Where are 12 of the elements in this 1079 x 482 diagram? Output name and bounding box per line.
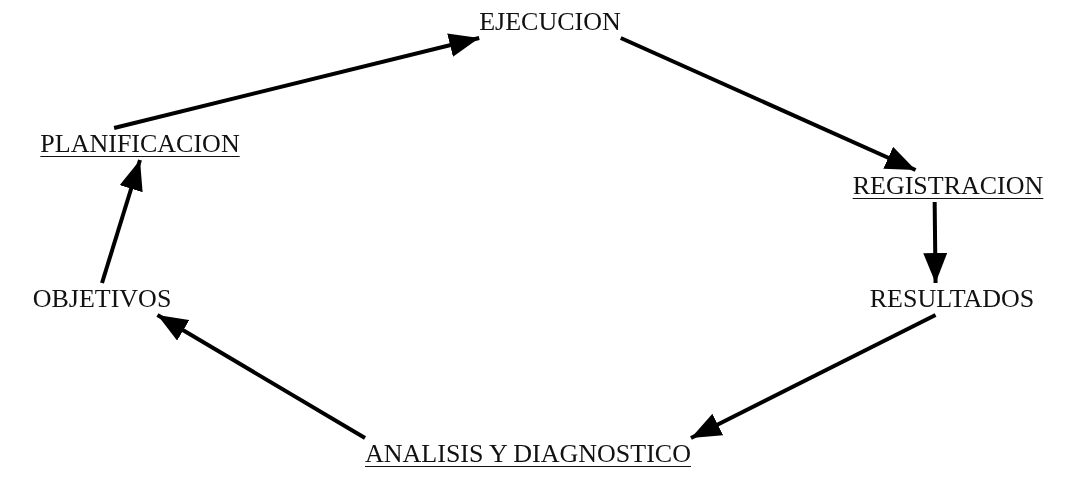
arrow: [690, 313, 937, 440]
arrow: [156, 313, 367, 440]
node-label: RESULTADOS: [869, 283, 1035, 315]
node-label: OBJETIVOS: [32, 283, 172, 315]
arrow: [619, 36, 917, 172]
node-label: PLANIFICACION: [40, 128, 240, 160]
arrow: [113, 33, 480, 130]
node-label: ANALISIS Y DIAGNOSTICO: [365, 438, 691, 470]
arrow: [100, 159, 143, 284]
node-label: REGISTRACION: [852, 170, 1044, 202]
node-label: EJECUCION: [479, 6, 621, 38]
arrow: [923, 201, 948, 284]
